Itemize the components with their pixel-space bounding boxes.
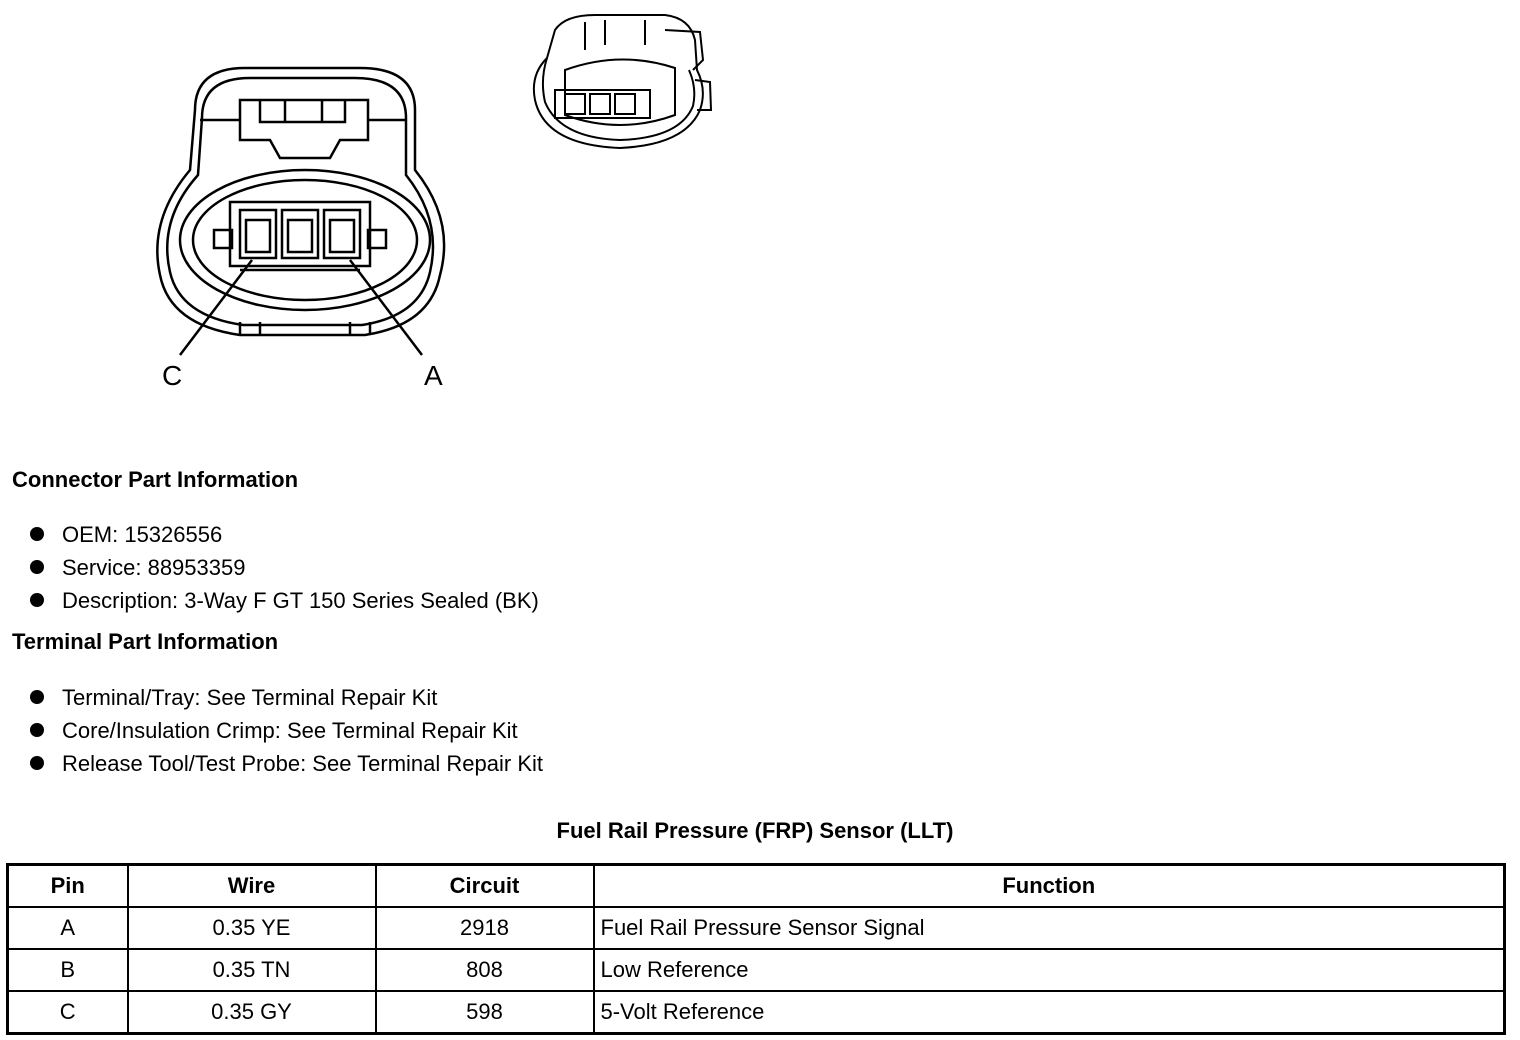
bullet-icon [30, 560, 44, 574]
cell-function: 5-Volt Reference [592, 990, 1506, 1035]
connector-isometric-diagram [525, 10, 720, 155]
table-header-row: Pin Wire Circuit Function [6, 863, 1506, 908]
list-item: Terminal/Tray: See Terminal Repair Kit [28, 681, 543, 714]
cell-wire: 0.35 TN [126, 948, 377, 992]
connector-part-heading: Connector Part Information [12, 467, 299, 492]
pin-label-c: C [162, 360, 183, 391]
cell-circuit: 598 [374, 990, 595, 1035]
cell-circuit: 808 [374, 948, 595, 992]
table-row: C 0.35 GY 598 5-Volt Reference [6, 990, 1506, 1035]
cell-pin: C [6, 990, 129, 1035]
list-item: OEM: 15326556 [28, 518, 539, 551]
list-item: Service: 88953359 [28, 551, 539, 584]
list-item-text: Release Tool/Test Probe: See Terminal Re… [62, 751, 543, 776]
list-item: Release Tool/Test Probe: See Terminal Re… [28, 747, 543, 780]
list-item-text: Service: 88953359 [62, 555, 246, 580]
terminal-part-list: Terminal/Tray: See Terminal Repair Kit C… [28, 681, 543, 780]
table-title: Fuel Rail Pressure (FRP) Sensor (LLT) [556, 818, 954, 843]
header-pin: Pin [6, 863, 129, 908]
list-item: Core/Insulation Crimp: See Terminal Repa… [28, 714, 543, 747]
connector-face-diagram [140, 60, 470, 400]
bullet-icon [30, 593, 44, 607]
table-row: B 0.35 TN 808 Low Reference [6, 948, 1506, 992]
terminal-part-heading: Terminal Part Information [12, 629, 279, 654]
bullet-icon [30, 723, 44, 737]
connector-part-list: OEM: 15326556 Service: 88953359 Descript… [28, 518, 539, 617]
table-row: A 0.35 YE 2918 Fuel Rail Pressure Sensor… [6, 906, 1506, 950]
list-item-text: Terminal/Tray: See Terminal Repair Kit [62, 685, 438, 710]
cell-wire: 0.35 YE [126, 906, 377, 950]
header-wire: Wire [126, 863, 377, 908]
pin-label-a: A [424, 360, 443, 391]
cell-wire: 0.35 GY [126, 990, 377, 1035]
header-function: Function [592, 863, 1506, 908]
cell-function: Low Reference [592, 948, 1506, 992]
bullet-icon [30, 527, 44, 541]
list-item-text: OEM: 15326556 [62, 522, 223, 547]
header-circuit: Circuit [374, 863, 595, 908]
bullet-icon [30, 690, 44, 704]
list-item: Description: 3-Way F GT 150 Series Seale… [28, 584, 539, 617]
pinout-table: Pin Wire Circuit Function A 0.35 YE 2918… [6, 863, 1506, 1035]
cell-pin: A [6, 906, 129, 950]
cell-circuit: 2918 [374, 906, 595, 950]
cell-function: Fuel Rail Pressure Sensor Signal [592, 906, 1506, 950]
bullet-icon [30, 756, 44, 770]
cell-pin: B [6, 948, 129, 992]
list-item-text: Description: 3-Way F GT 150 Series Seale… [62, 588, 539, 613]
list-item-text: Core/Insulation Crimp: See Terminal Repa… [62, 718, 518, 743]
